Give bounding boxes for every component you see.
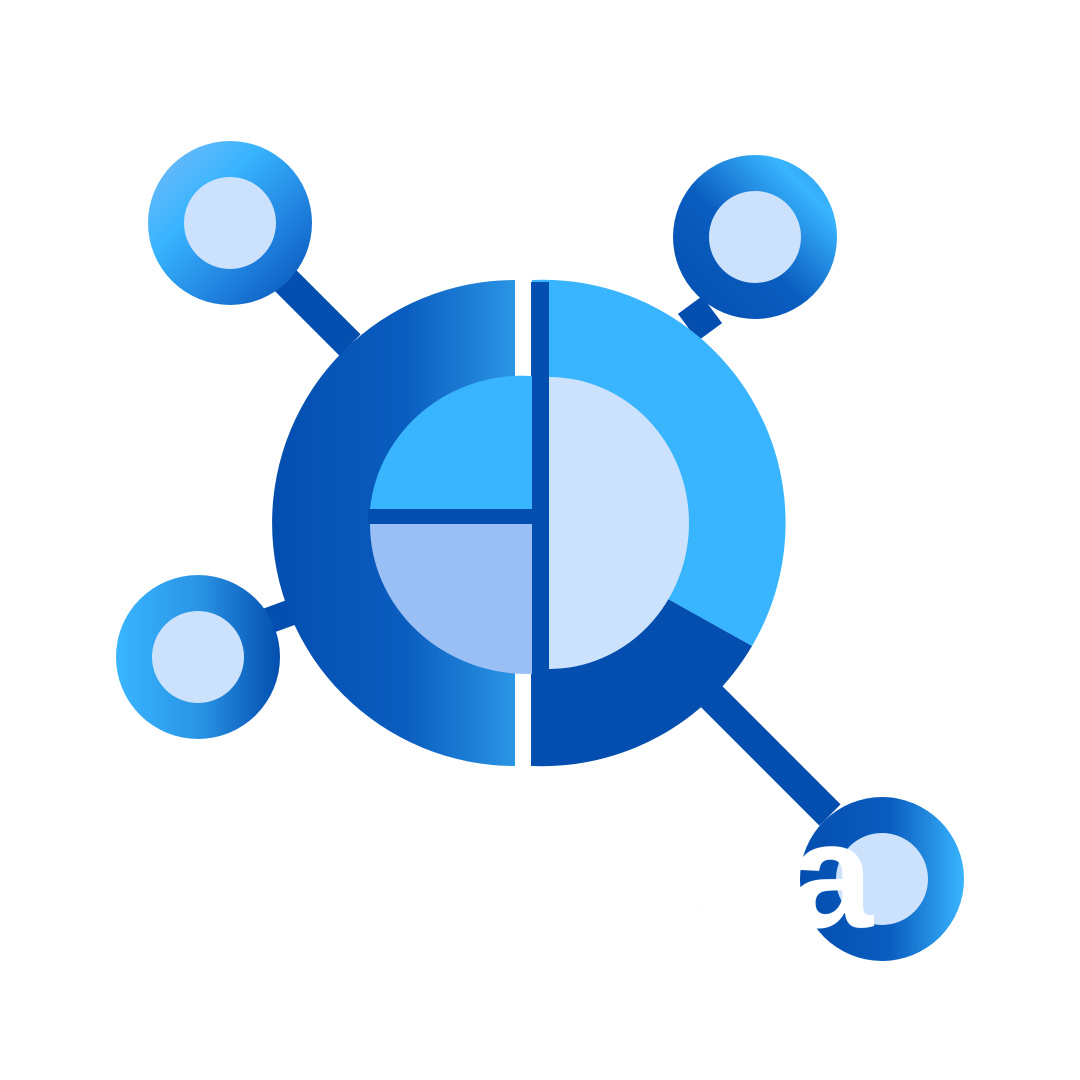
connector-top-right xyxy=(677,296,723,341)
node-top-left-core xyxy=(184,177,276,269)
brand-wordmark: Easy Data xyxy=(140,791,876,959)
node-left-core xyxy=(152,611,244,703)
inner-left-top xyxy=(370,375,532,509)
network-node-icon xyxy=(116,141,964,961)
connector-top-left xyxy=(274,269,361,356)
connector-bottom-right xyxy=(694,679,841,826)
inner-left-divider xyxy=(368,509,534,524)
inner-left-bottom xyxy=(370,524,532,675)
center-divider xyxy=(531,282,549,766)
pie-chart-icon xyxy=(272,279,786,767)
node-bottom-right-core xyxy=(836,833,928,925)
inner-right-half xyxy=(549,377,689,669)
node-top-right-core xyxy=(709,191,801,283)
